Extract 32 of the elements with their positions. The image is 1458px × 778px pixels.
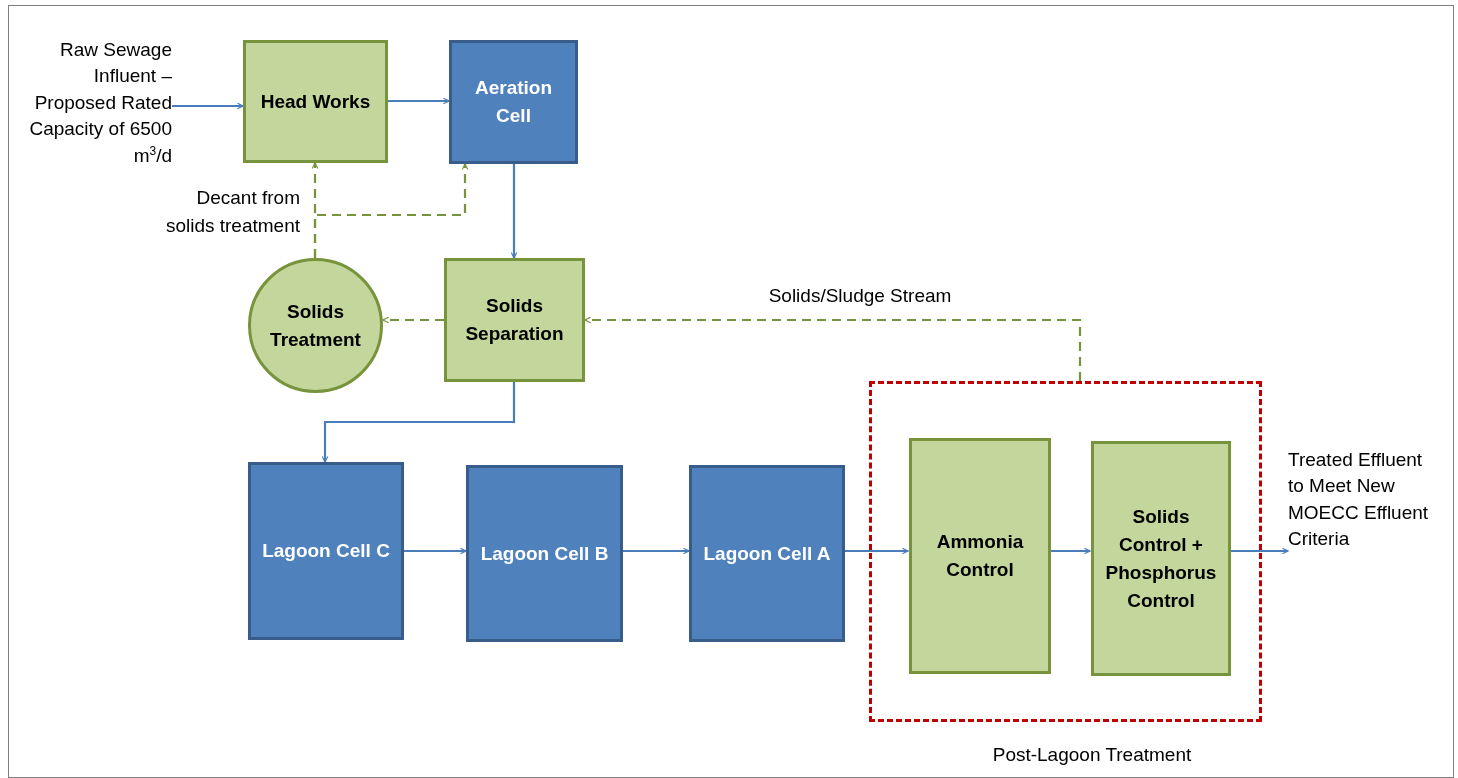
box-label: Solids Control + Phosphorus Control [1104, 504, 1218, 613]
process-box [444, 258, 585, 382]
arrow [1050, 547, 1091, 555]
arrow [623, 547, 690, 555]
box-label: Ammonia Control [935, 530, 1025, 582]
node-text: Treated Effluent to Meet New MOECC Effluent Criteria [1288, 447, 1430, 551]
arrow [845, 547, 909, 555]
arrow [1230, 547, 1289, 555]
box-label: Aeration Cell [473, 76, 554, 128]
arrow [510, 164, 518, 259]
arrow [388, 97, 450, 105]
box-label: Solids Treatment [269, 299, 362, 352]
box-label: Solids Separation [464, 294, 565, 346]
box-label: Lagoon Cell B [479, 541, 610, 566]
arrow [382, 316, 444, 324]
process-box [243, 40, 388, 163]
process-box [1091, 441, 1231, 676]
process-box [909, 438, 1051, 674]
box-label: Lagoon Cell A [702, 541, 832, 566]
arrow [584, 316, 1082, 381]
arrow [313, 163, 469, 258]
arrow [172, 102, 244, 110]
node-text: Raw Sewage Influent – Proposed Rated Capacity of 6500 m$^{3}$/d [28, 37, 172, 168]
process-box [689, 465, 845, 642]
process-box [466, 465, 623, 642]
box-label: Head Works [259, 89, 372, 114]
group-label: Post-Lagoon Treatment [991, 743, 1193, 767]
arrow [404, 547, 467, 555]
process-box [449, 40, 578, 164]
arrow [321, 382, 516, 463]
process-box [248, 462, 404, 640]
box-label: Lagoon Cell C [261, 539, 391, 563]
